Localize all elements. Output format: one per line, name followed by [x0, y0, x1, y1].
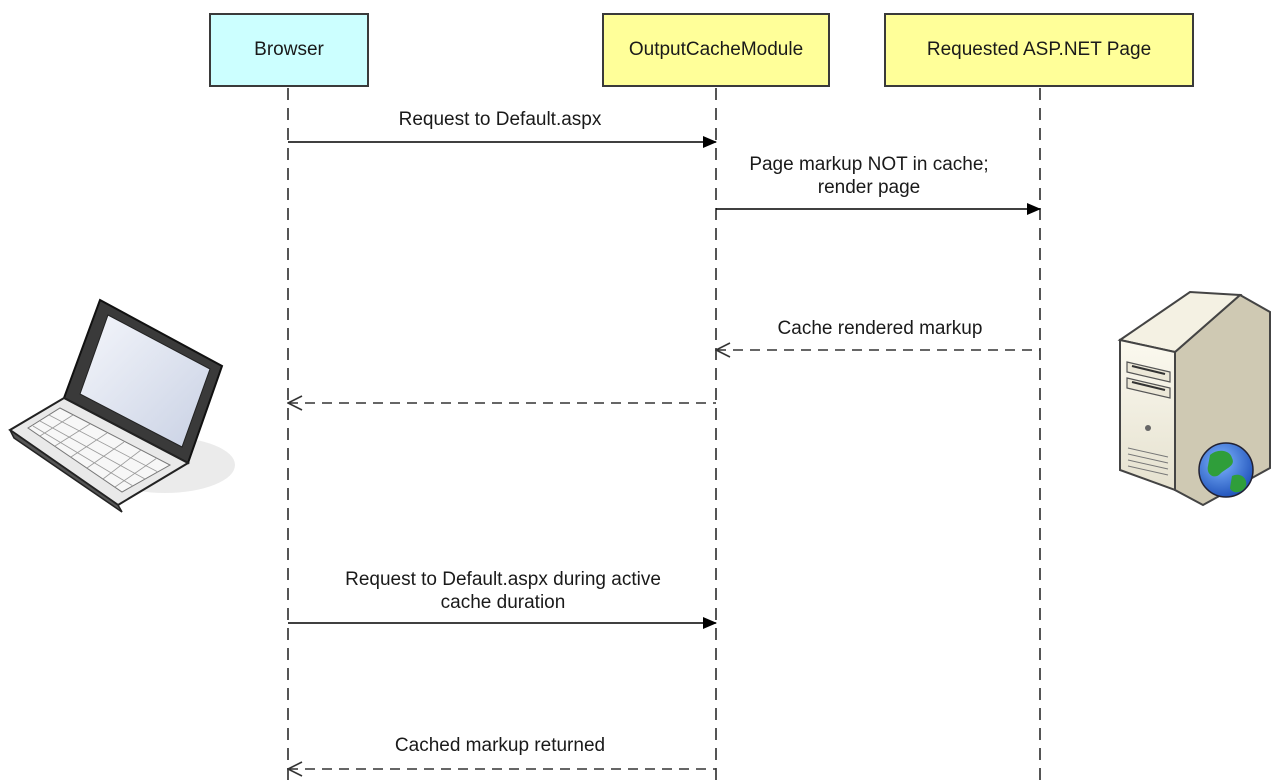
- participant-requested-page-label: Requested ASP.NET Page: [926, 39, 1152, 60]
- participant-output-cache-module-label: OutputCacheModule: [628, 39, 804, 60]
- participant-browser-label: Browser: [254, 39, 324, 60]
- message-label-2: Page markup NOT in cache; render page: [749, 154, 989, 198]
- message-label-1: Request to Default.aspx: [398, 109, 602, 130]
- server-with-globe-icon: [1117, 290, 1271, 507]
- participant-browser: Browser: [209, 13, 369, 87]
- message-label-6: Cached markup returned: [394, 735, 606, 756]
- message-label-5: Request to Default.aspx during active ca…: [345, 569, 661, 613]
- message-label-3: Cache rendered markup: [777, 318, 983, 339]
- participant-output-cache-module: OutputCacheModule: [602, 13, 830, 87]
- participant-requested-page: Requested ASP.NET Page: [884, 13, 1194, 87]
- laptop-icon: [8, 298, 235, 513]
